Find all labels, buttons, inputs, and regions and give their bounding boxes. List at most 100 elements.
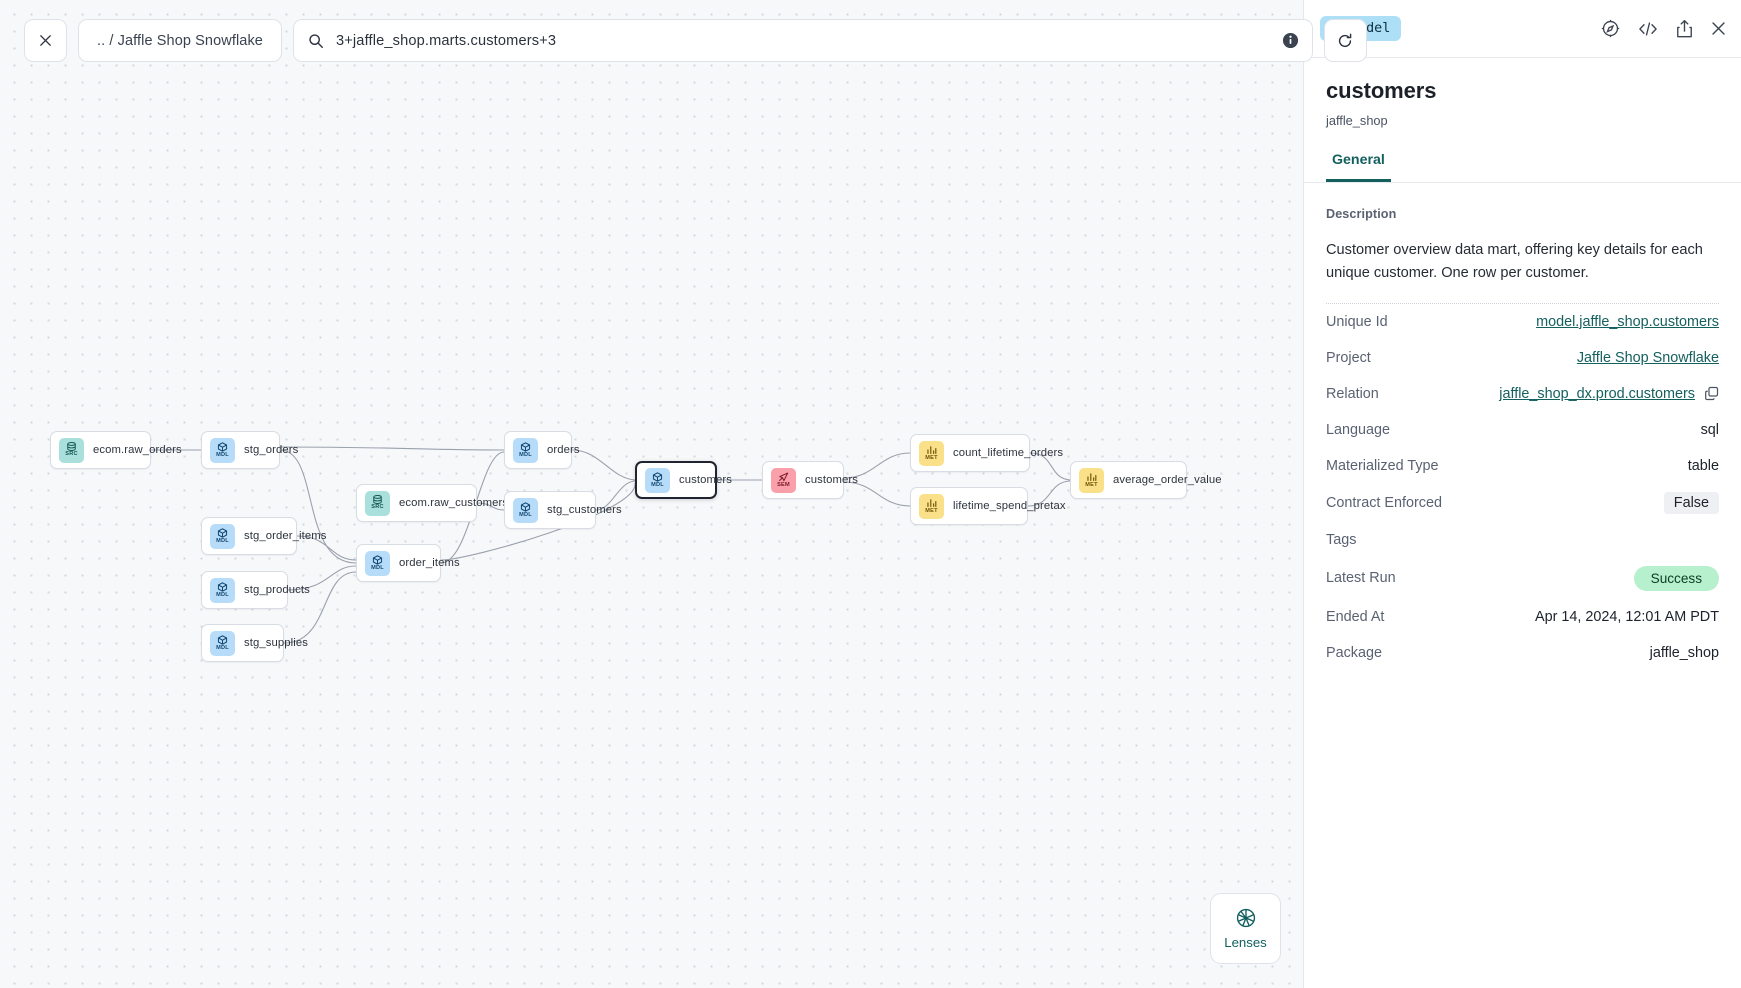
metadata-row: Tags xyxy=(1326,522,1719,558)
details-panel-title-block: customers jaffle_shop xyxy=(1304,58,1741,128)
details-panel: Model customers jaffle_shop xyxy=(1303,0,1741,988)
panel-action-bar xyxy=(1600,18,1727,39)
mdl-badge-icon: MDL xyxy=(210,577,235,603)
info-icon[interactable] xyxy=(1282,32,1299,49)
graph-node-label: order_items xyxy=(399,557,460,569)
graph-node-label: stg_order_items xyxy=(244,530,327,542)
share-icon[interactable] xyxy=(1675,19,1694,39)
metadata-value[interactable]: model.jaffle_shop.customers xyxy=(1536,313,1719,330)
status-badge: Success xyxy=(1633,565,1719,591)
metadata-key: Latest Run xyxy=(1326,570,1396,587)
graph-node-stg_supplies[interactable]: MDL stg_supplies xyxy=(201,624,308,662)
graph-node-label: customers xyxy=(679,474,733,486)
met-badge-icon: MET xyxy=(919,440,944,466)
lenses-label: Lenses xyxy=(1224,935,1267,950)
metadata-key: Package xyxy=(1326,644,1383,661)
page-subtitle: jaffle_shop xyxy=(1326,113,1388,128)
sem-badge-icon: SEM xyxy=(771,467,796,493)
metadata-row: Relation jaffle_shop_dx.prod.customers xyxy=(1326,376,1719,412)
metadata-value: jaffle_shop xyxy=(1649,644,1719,661)
close-icon xyxy=(38,33,53,48)
lineage-canvas[interactable]: .. / Jaffle Shop Snowflake 3+jaffle_shop… xyxy=(0,0,1367,988)
metadata-value: table xyxy=(1687,457,1719,474)
description-text: Customer overview data mart, offering ke… xyxy=(1326,242,1703,281)
graph-node-ecom_raw_customers[interactable]: SRC ecom.raw_customers xyxy=(356,484,508,522)
src-badge-icon: SRC xyxy=(59,437,84,463)
graph-node-label: lifetime_spend_pretax xyxy=(953,500,1066,512)
graph-node-label: stg_customers xyxy=(547,504,622,516)
graph-node-label: stg_supplies xyxy=(244,637,309,649)
metadata-row: Language sql xyxy=(1326,412,1719,448)
mdl-badge-icon: MDL xyxy=(210,523,235,549)
lineage-icon[interactable] xyxy=(1600,18,1621,39)
metadata-key: Unique Id xyxy=(1326,313,1388,330)
src-badge-icon: SRC xyxy=(365,490,390,516)
metadata-key: Materialized Type xyxy=(1326,457,1439,474)
metadata-row: Latest Run Success xyxy=(1326,558,1719,599)
refresh-button[interactable] xyxy=(1323,19,1367,62)
graph-node-stg_products[interactable]: MDL stg_products xyxy=(201,571,310,609)
graph-node-label: average_order_value xyxy=(1113,474,1222,486)
graph-node-stg_order_items[interactable]: MDL stg_order_items xyxy=(201,517,326,555)
metadata-row: Materialized Type table xyxy=(1326,448,1719,484)
metadata-key: Relation xyxy=(1326,385,1379,402)
breadcrumb-button[interactable]: .. / Jaffle Shop Snowflake xyxy=(78,19,282,62)
code-icon[interactable] xyxy=(1637,19,1659,39)
graph-node-stg_orders[interactable]: MDL stg_orders xyxy=(201,431,298,469)
metadata-key: Tags xyxy=(1326,531,1357,548)
section-divider xyxy=(1326,302,1719,304)
lenses-button[interactable]: Lenses xyxy=(1210,893,1281,964)
lineage-search[interactable]: 3+jaffle_shop.marts.customers+3 xyxy=(292,19,1313,62)
metadata-key: Contract Enforced xyxy=(1326,494,1442,511)
close-lineage-button[interactable] xyxy=(24,19,67,62)
mdl-badge-icon: MDL xyxy=(513,497,538,523)
refresh-icon xyxy=(1336,32,1354,50)
graph-node-label: ecom.raw_orders xyxy=(93,444,182,456)
graph-node-label: stg_products xyxy=(244,584,310,596)
graph-node-orders[interactable]: MDL orders xyxy=(504,431,580,469)
metadata-value: Apr 14, 2024, 12:01 AM PDT xyxy=(1535,608,1719,625)
copy-icon[interactable] xyxy=(1704,386,1719,401)
breadcrumb: .. / Jaffle Shop Snowflake xyxy=(97,32,263,49)
graph-node-label: stg_orders xyxy=(244,444,299,456)
close-panel-icon[interactable] xyxy=(1710,20,1727,37)
mdl-badge-icon: MDL xyxy=(210,630,235,656)
graph-node-order_items[interactable]: MDL order_items xyxy=(356,544,460,582)
mdl-badge-icon: MDL xyxy=(645,467,670,493)
mdl-badge-icon: MDL xyxy=(365,550,390,576)
tab-general[interactable]: General xyxy=(1326,152,1391,182)
graph-node-average_order_value[interactable]: MET average_order_value xyxy=(1070,461,1222,499)
panel-tabs: General xyxy=(1304,152,1741,183)
search-input[interactable]: 3+jaffle_shop.marts.customers+3 xyxy=(335,32,557,49)
mdl-badge-icon: MDL xyxy=(513,437,538,463)
page-title: customers xyxy=(1326,78,1437,103)
graph-node-label: orders xyxy=(547,444,580,456)
graph-node-customers_sem[interactable]: SEM customers xyxy=(762,461,858,499)
aperture-icon xyxy=(1235,907,1257,929)
metadata-key: Ended At xyxy=(1326,608,1385,625)
mdl-badge-icon: MDL xyxy=(210,437,235,463)
graph-node-stg_customers[interactable]: MDL stg_customers xyxy=(504,491,622,529)
metadata-value[interactable]: Jaffle Shop Snowflake xyxy=(1576,349,1719,366)
search-icon xyxy=(308,33,324,49)
graph-node-label: ecom.raw_customers xyxy=(399,497,509,509)
metadata-row: Unique Id model.jaffle_shop.customers xyxy=(1326,304,1719,340)
metadata-value: sql xyxy=(1700,421,1719,438)
metadata-value: False xyxy=(1663,491,1719,514)
met-badge-icon: MET xyxy=(1079,467,1104,493)
metadata-row: Contract Enforced False xyxy=(1326,484,1719,522)
graph-node-ecom_raw_orders[interactable]: SRC ecom.raw_orders xyxy=(50,431,182,469)
graph-node-label: customers xyxy=(805,474,859,486)
metadata-row: Package jaffle_shop xyxy=(1326,635,1719,671)
metadata-value-group: jaffle_shop_dx.prod.customers xyxy=(1499,386,1719,402)
graph-node-customers_mdl[interactable]: MDL customers xyxy=(635,461,732,499)
canvas-toolbar: .. / Jaffle Shop Snowflake 3+jaffle_shop… xyxy=(24,19,1367,62)
details-panel-header: Model xyxy=(1304,0,1741,58)
metadata-value[interactable]: jaffle_shop_dx.prod.customers xyxy=(1499,385,1695,402)
metadata-key: Project xyxy=(1326,349,1371,366)
metadata-key: Language xyxy=(1326,421,1391,438)
